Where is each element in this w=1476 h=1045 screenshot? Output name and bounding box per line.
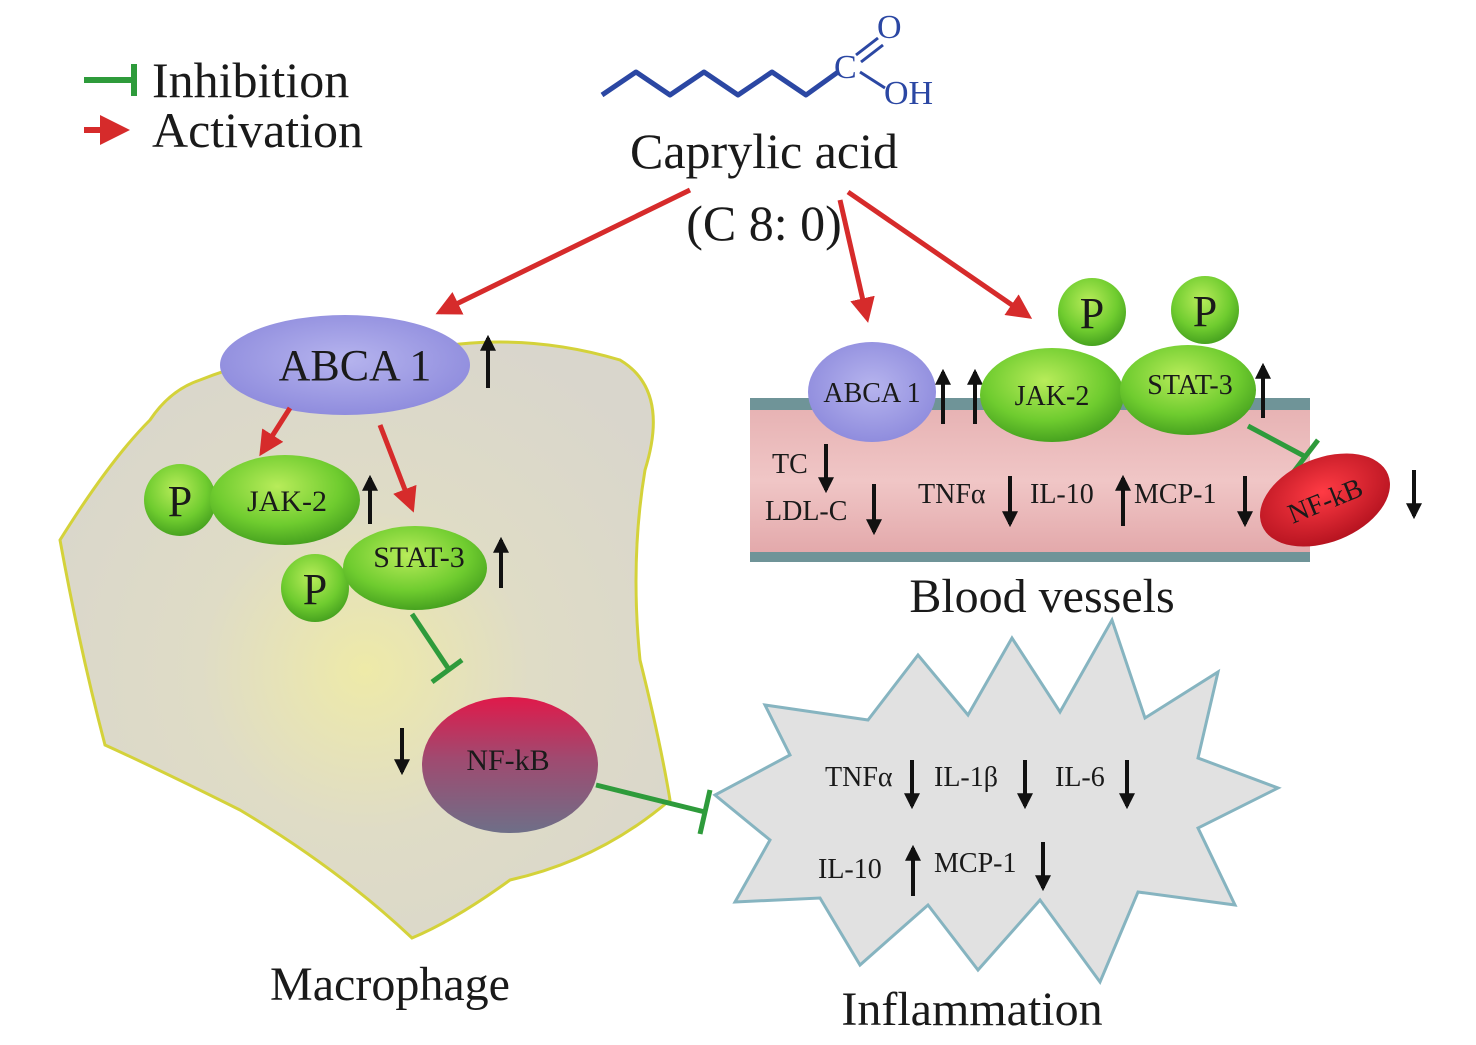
- activation-arrow-to-macrophage: [435, 187, 692, 315]
- vessel-marker-il10: IL-10: [1030, 479, 1094, 510]
- macrophage-stat3-phospho-label: P: [303, 565, 327, 614]
- inhibition-stat3-to-nfkb: [409, 612, 464, 685]
- activation-arrow-abca1-to-jak2: [259, 406, 293, 457]
- vessel-marker-tc: TC: [772, 449, 808, 480]
- inhibition-legend-icon: [84, 64, 137, 96]
- macrophage-title: Macrophage: [270, 958, 510, 1011]
- macrophage-stat3-node: [343, 526, 487, 610]
- inflammation-title: Inflammation: [841, 983, 1102, 1036]
- oxygen-atom-label: O: [877, 9, 902, 46]
- macrophage-nfkb-node: [422, 697, 598, 833]
- vessel-nfkb-node: [1260, 453, 1390, 547]
- inflammation-marker-il1b: IL-1β: [934, 762, 998, 793]
- inhibition-legend-label: Inhibition: [152, 52, 349, 108]
- blood-vessels-title: Blood vessels: [909, 570, 1174, 623]
- vessel-stat3-node: [1120, 345, 1256, 435]
- vessel-jak2-phospho-node: [1058, 278, 1126, 346]
- hydroxyl-label: OH: [884, 75, 933, 112]
- inflammation-burst: [712, 616, 1282, 986]
- activation-arrow-to-vessel-abca1: [837, 199, 875, 323]
- vessel-jak2-label: JAK-2: [1015, 381, 1090, 412]
- carbon-atom-label: C: [834, 49, 857, 86]
- inhibition-nfkb-to-inflammation: [595, 782, 713, 835]
- vessel-abca1-label: ABCA 1: [823, 378, 920, 409]
- macrophage-cell: [58, 340, 672, 940]
- vessel-stat3-label: STAT-3: [1147, 370, 1232, 401]
- vessel-marker-mcp1: MCP-1: [1134, 479, 1216, 510]
- macrophage-jak2-node: [210, 455, 360, 545]
- macrophage-nfkb-label: NF-kB: [466, 744, 549, 777]
- macrophage-abca1-node: [220, 315, 470, 415]
- vessel-stat3-phospho-label: P: [1193, 287, 1217, 336]
- vessel-jak2-node: [980, 348, 1124, 442]
- activation-arrow-abca1-to-stat3: [377, 424, 417, 513]
- vessel-abca1-node: [808, 342, 936, 442]
- macrophage-jak2-label: JAK-2: [247, 485, 327, 518]
- activation-legend-label: Activation: [152, 102, 363, 158]
- vessel-marker-tnfa: TNFα: [918, 479, 986, 510]
- macrophage-stat3-label: STAT-3: [373, 541, 465, 574]
- activation-arrow-to-vessel-jak2: [846, 189, 1033, 319]
- legend: Inhibition Activation: [84, 52, 363, 158]
- caprylic-acid-structure: C O OH: [600, 9, 933, 112]
- macrophage-jak2-phospho-label: P: [168, 477, 192, 526]
- inflammation-marker-il10: IL-10: [818, 854, 882, 885]
- compound-formula: (C 8: 0): [686, 195, 842, 251]
- inflammation-marker-tnfa: TNFα: [825, 762, 893, 793]
- macrophage-stat3-phospho-node: [281, 554, 349, 622]
- vessel-stat3-phospho-node: [1171, 276, 1239, 344]
- inflammation-marker-mcp1: MCP-1: [934, 848, 1016, 879]
- inflammation-marker-il6: IL-6: [1055, 762, 1105, 793]
- vessel-jak2-phospho-label: P: [1080, 289, 1104, 338]
- vessel-marker-ldl-c: LDL-C: [765, 496, 847, 527]
- macrophage-abca1-label: ABCA 1: [279, 341, 432, 390]
- macrophage-jak2-phospho-node: [144, 464, 216, 536]
- compound-name: Caprylic acid: [630, 123, 898, 179]
